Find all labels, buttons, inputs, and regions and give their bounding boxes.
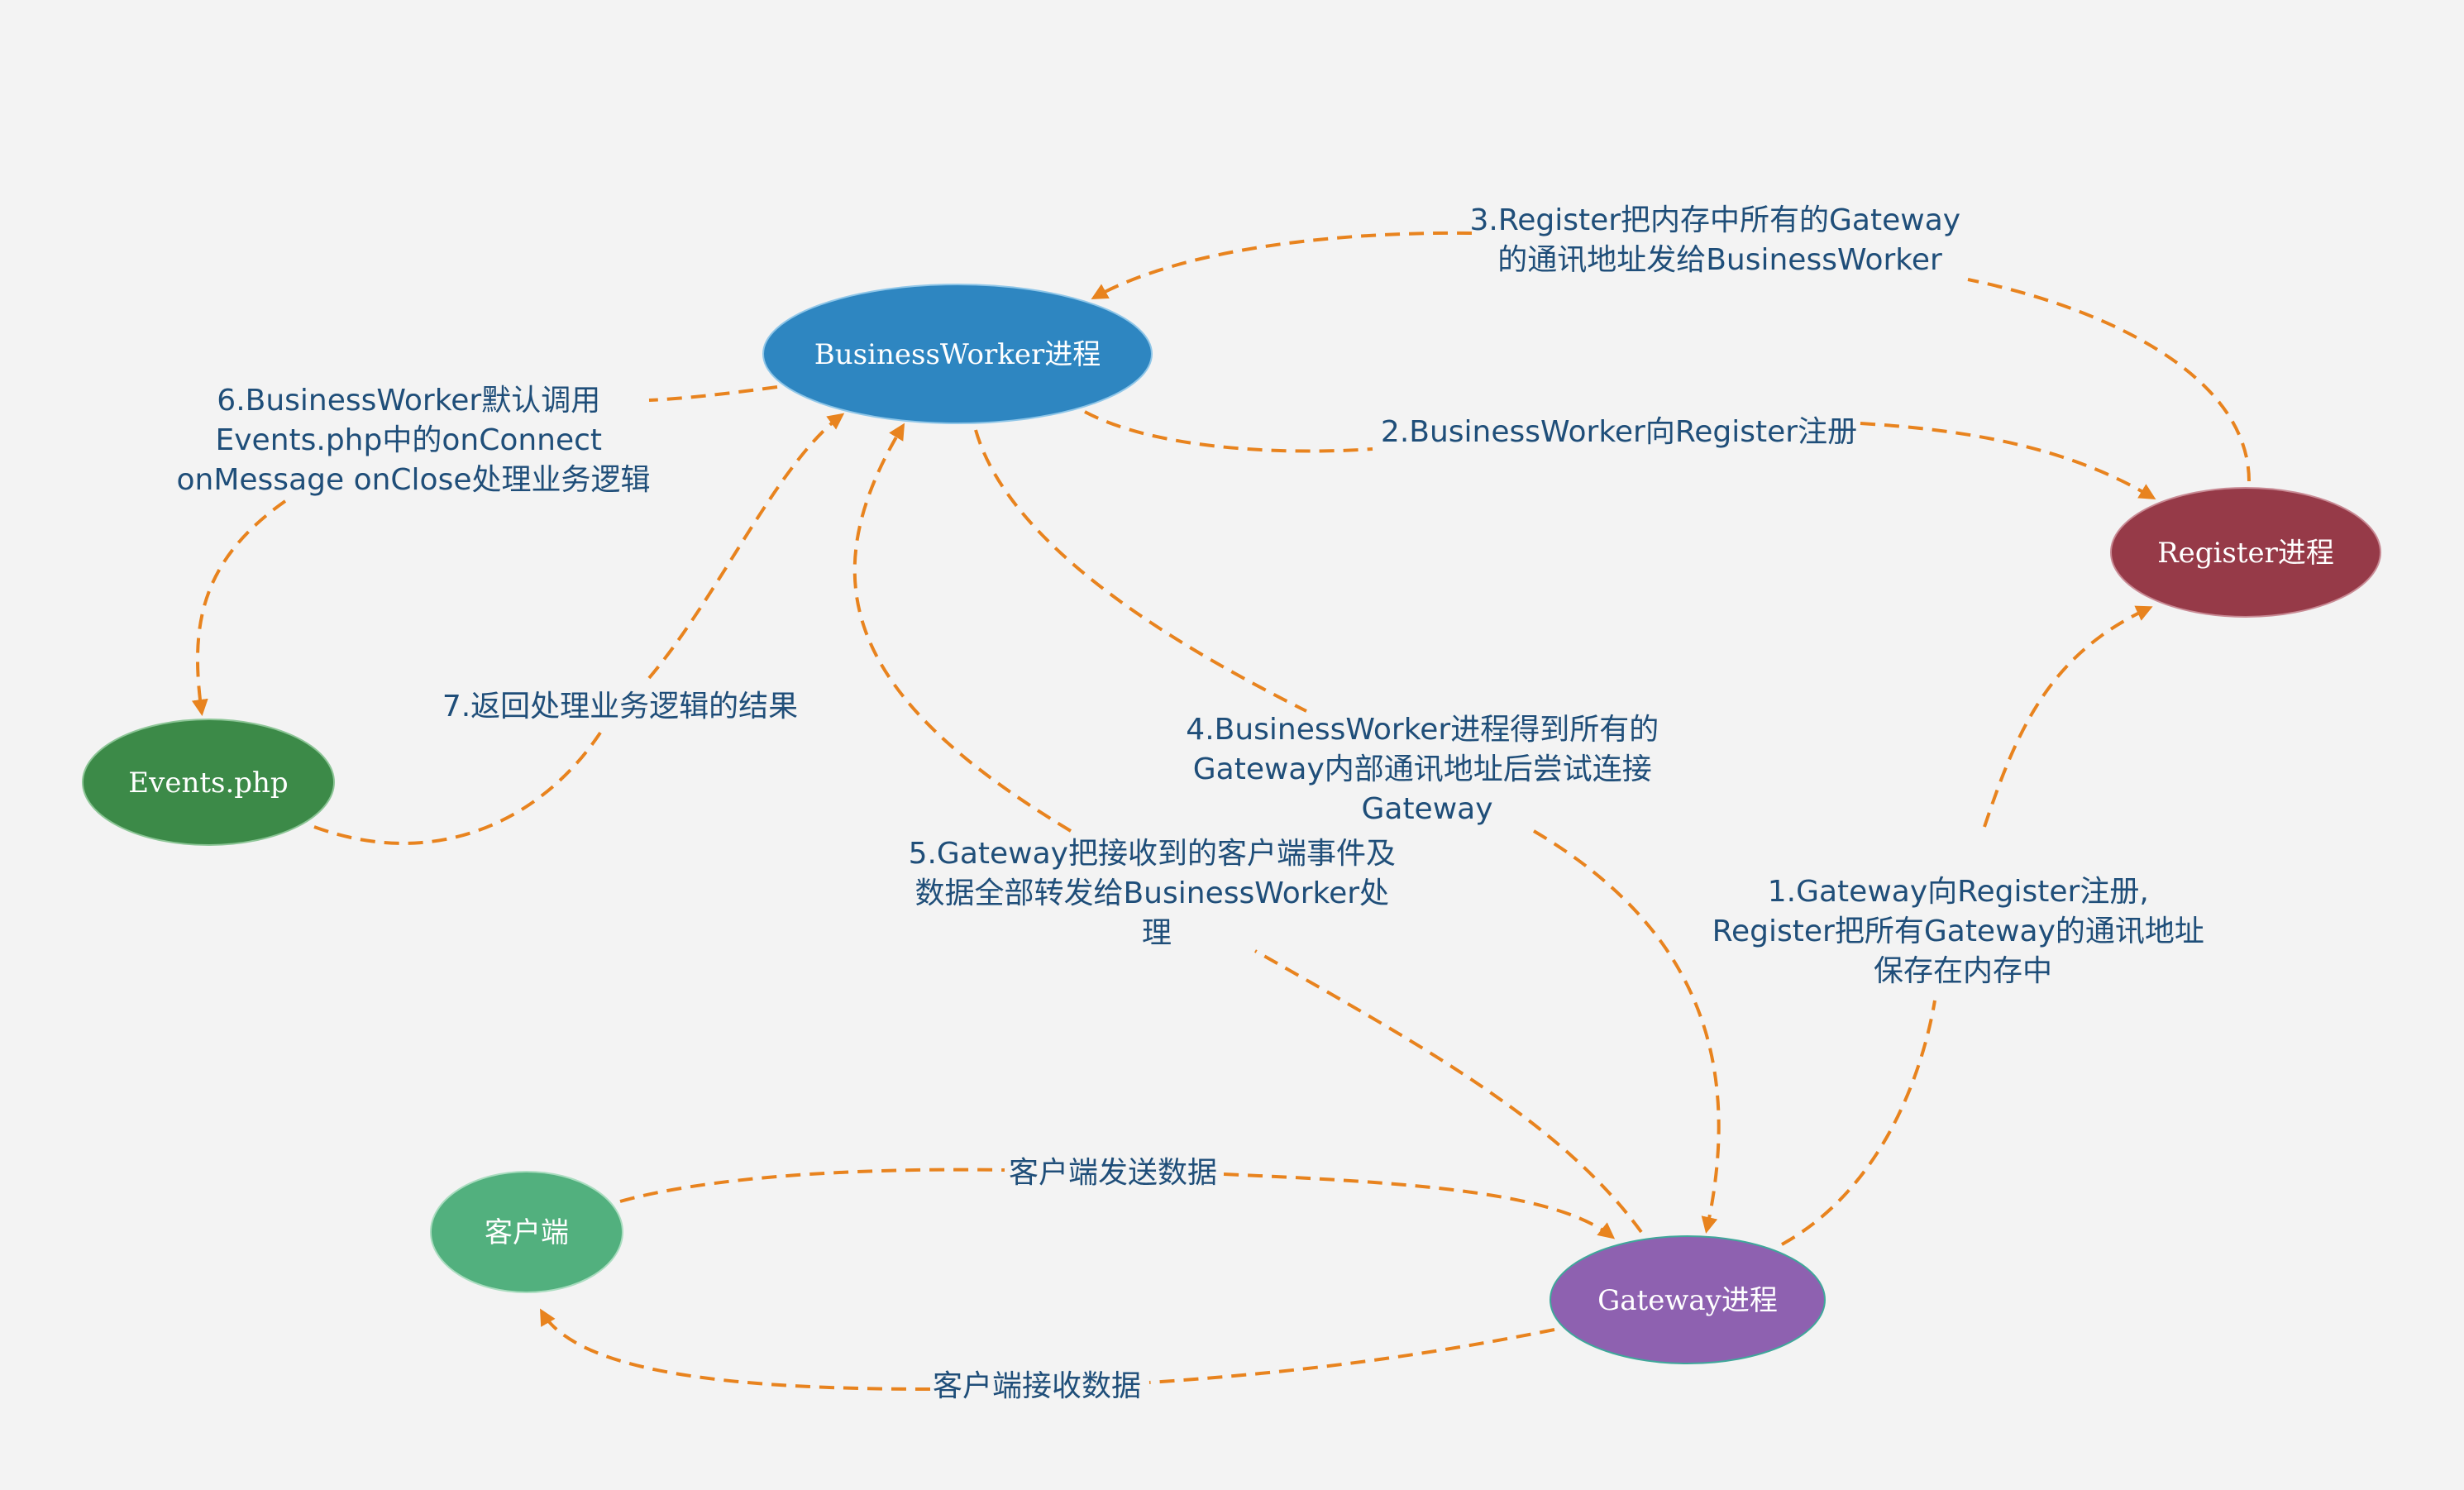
events-label: Events.php [128, 766, 288, 800]
client-node: 客户端 [430, 1171, 623, 1293]
business-worker-ellipse [762, 284, 1153, 424]
register-label: Register进程 [2157, 537, 2334, 570]
register-ellipse [2110, 487, 2381, 618]
edge-label-step3: 3.Register把内存中所有的Gateway 的通讯地址发给Business… [1469, 203, 1970, 277]
edge-label-step4-line2: Gateway内部通讯地址后尝试连接 [1193, 752, 1652, 786]
edge-label-step4-line3: Gateway [1361, 792, 1492, 826]
edge-label-client-receive: 客户端接收数据 [933, 1369, 1141, 1403]
edge-step5 [852, 426, 1643, 1234]
edge-label-step7: 7.返回处理业务逻辑的结果 [442, 690, 798, 724]
edge-step1 [1781, 608, 2150, 1246]
edge-label-step6-line3: onMessage onClose处理业务逻辑 [177, 463, 651, 497]
edge-label-step4: 4.BusinessWorker进程得到所有的 Gateway内部通讯地址后尝试… [1186, 713, 1668, 826]
edge-label-step5-line2: 数据全部转发给BusinessWorker处 [914, 876, 1389, 910]
edge-label-step2-line1: 2.BusinessWorker向Register注册 [1381, 415, 1857, 449]
edge-label-step5-line3: 理 [1142, 916, 1172, 950]
edge-label-step6-line1: 6.BusinessWorker默认调用 [217, 384, 600, 418]
edge-label-client-send-line1: 客户端发送数据 [1009, 1156, 1217, 1190]
edge-label-step6-line2: Events.php中的onConnect [216, 423, 603, 457]
edge-label-step1-line1: 1.Gateway向Register注册, [1768, 875, 2149, 909]
edge-label-step1: 1.Gateway向Register注册, Register把所有Gateway… [1712, 875, 2214, 988]
edge-step3 [1094, 231, 2251, 482]
edge-client-receive [542, 1311, 1555, 1391]
edge-label-step7-line1: 7.返回处理业务逻辑的结果 [442, 690, 798, 724]
edge-step6 [198, 385, 778, 713]
register-node: Register进程 [2110, 487, 2381, 618]
edge-step7 [313, 415, 842, 845]
edge-label-client-receive-line1: 客户端接收数据 [933, 1369, 1141, 1403]
business-worker-node: BusinessWorker进程 [762, 284, 1153, 424]
edge-label-step4-line1: 4.BusinessWorker进程得到所有的 [1186, 713, 1659, 747]
edge-label-step3-line2: 的通讯地址发给BusinessWorker [1497, 243, 1942, 277]
events-ellipse [82, 719, 335, 846]
edge-label-step5: 5.Gateway把接收到的客户端事件及 数据全部转发给BusinessWork… [909, 837, 1406, 950]
client-ellipse [430, 1171, 623, 1293]
edge-label-step5-line1: 5.Gateway把接收到的客户端事件及 [909, 837, 1396, 871]
edge-label-step1-line3: 保存在内存中 [1874, 954, 2052, 988]
gateway-ellipse [1550, 1235, 1826, 1364]
edge-label-step3-line1: 3.Register把内存中所有的Gateway [1469, 203, 1960, 237]
edge-label-step1-line2: Register把所有Gateway的通讯地址 [1712, 915, 2204, 948]
edge-label-step6: 6.BusinessWorker默认调用 Events.php中的onConne… [177, 384, 651, 497]
client-label: 客户端 [485, 1216, 569, 1249]
events-node: Events.php [82, 719, 335, 846]
edge-step2 [1084, 410, 2153, 498]
edge-label-step2: 2.BusinessWorker向Register注册 [1381, 415, 1857, 449]
edge-client-send [619, 1168, 1612, 1237]
gateway-node: Gateway进程 [1550, 1235, 1826, 1364]
gateway-label: Gateway进程 [1597, 1284, 1778, 1317]
edge-label-client-send: 客户端发送数据 [1009, 1156, 1217, 1190]
business-worker-label: BusinessWorker进程 [814, 338, 1101, 371]
edge-step4 [974, 429, 1719, 1230]
